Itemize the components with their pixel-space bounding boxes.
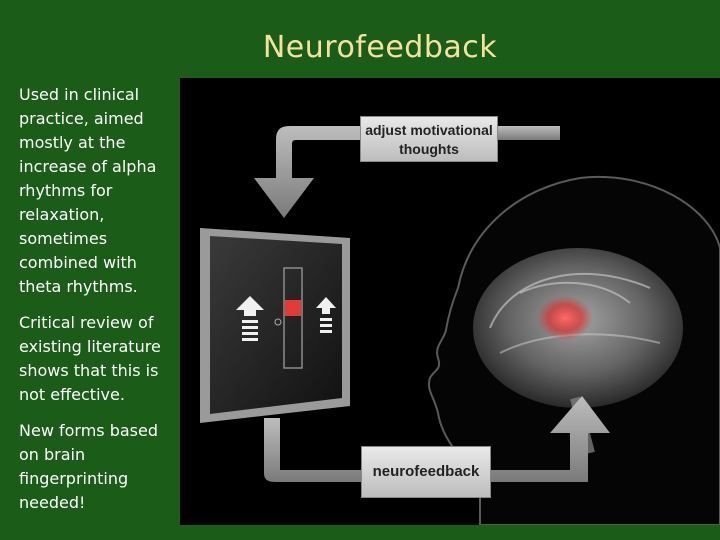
paragraph-clinical-practice: Used in clinical practice, aimed mostly … <box>19 85 157 296</box>
slide-title: Neurofeedback <box>262 30 498 65</box>
bottom-arrow <box>264 418 361 482</box>
bottom-strip <box>180 525 720 540</box>
up-arrow-icon-left <box>236 296 264 341</box>
neurofeedback-label: neurofeedback <box>361 446 491 498</box>
brain-highlight <box>537 296 593 340</box>
paragraph-critical-review: Critical review of existing literature s… <box>19 313 161 404</box>
figure-illustration <box>200 126 720 525</box>
feedback-bar <box>283 267 303 369</box>
feedback-bar-level <box>285 300 301 316</box>
paragraph-new-forms: New forms based on brain fingerprinting … <box>19 421 159 512</box>
body-text-column: Used in clinical practice, aimed mostly … <box>19 83 179 527</box>
top-arrow <box>254 126 360 218</box>
up-arrow-icon-right <box>316 297 336 333</box>
adjust-thoughts-label: adjust motivational thoughts <box>360 116 498 162</box>
neurofeedback-figure: adjust motivational thoughts neurofeedba… <box>180 78 720 525</box>
